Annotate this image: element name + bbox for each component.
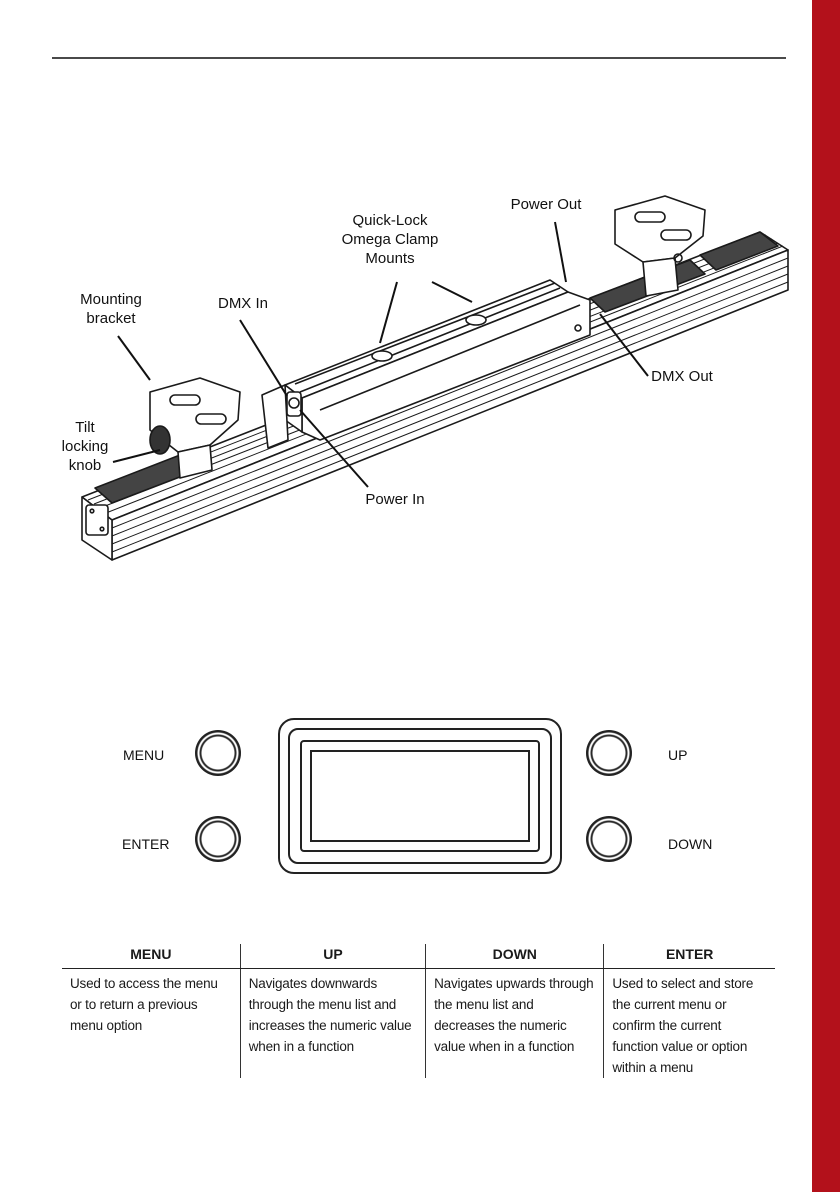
down-label: DOWN: [668, 836, 713, 852]
lcd-frame: [300, 740, 540, 852]
fixture-illustration: [81, 195, 789, 561]
callout-power-in: Power In: [365, 491, 425, 508]
callout-dmx-in: DMX In: [217, 295, 268, 312]
lcd-bezel: [288, 728, 552, 864]
callout-mounting-bracket: Mounting bracket: [80, 291, 142, 327]
table-header: DOWN: [425, 944, 604, 969]
header-rule: [52, 57, 786, 59]
lcd-screen: [310, 750, 530, 842]
table-header: MENU: [62, 944, 241, 969]
table-cell: Used to access the menu or to return a p…: [70, 976, 218, 1033]
table-cell: Navigates upwards through the menu list …: [425, 968, 604, 1078]
chapter-edge-tab: [812, 0, 840, 1192]
table-cell: Navigates downwards through the menu lis…: [239, 968, 426, 1078]
callout-quick-lock: Quick-Lock Omega Clamp Mounts: [341, 212, 439, 267]
table-header-row: MENU UP DOWN ENTER: [62, 944, 775, 969]
table-cell: Used to select and store the current men…: [603, 968, 775, 1078]
enter-button[interactable]: [195, 816, 241, 862]
table-header: UP: [239, 944, 426, 969]
callout-dmx-out: DMX Out: [651, 368, 713, 385]
up-button[interactable]: [586, 730, 632, 776]
menu-label: MENU: [123, 747, 165, 763]
button-function-table: MENU UP DOWN ENTER Used to access the me…: [62, 944, 775, 1078]
table-header: ENTER: [603, 944, 775, 969]
menu-button[interactable]: [195, 730, 241, 776]
enter-label: ENTER: [122, 836, 170, 852]
callout-tilt-knob: Tilt locking knob: [61, 419, 109, 474]
up-label: UP: [668, 747, 688, 763]
down-button[interactable]: [586, 816, 632, 862]
callout-power-out: Power Out: [510, 196, 582, 213]
table-row: Used to access the menu or to return a p…: [62, 968, 775, 1078]
lcd-display: [278, 718, 562, 874]
